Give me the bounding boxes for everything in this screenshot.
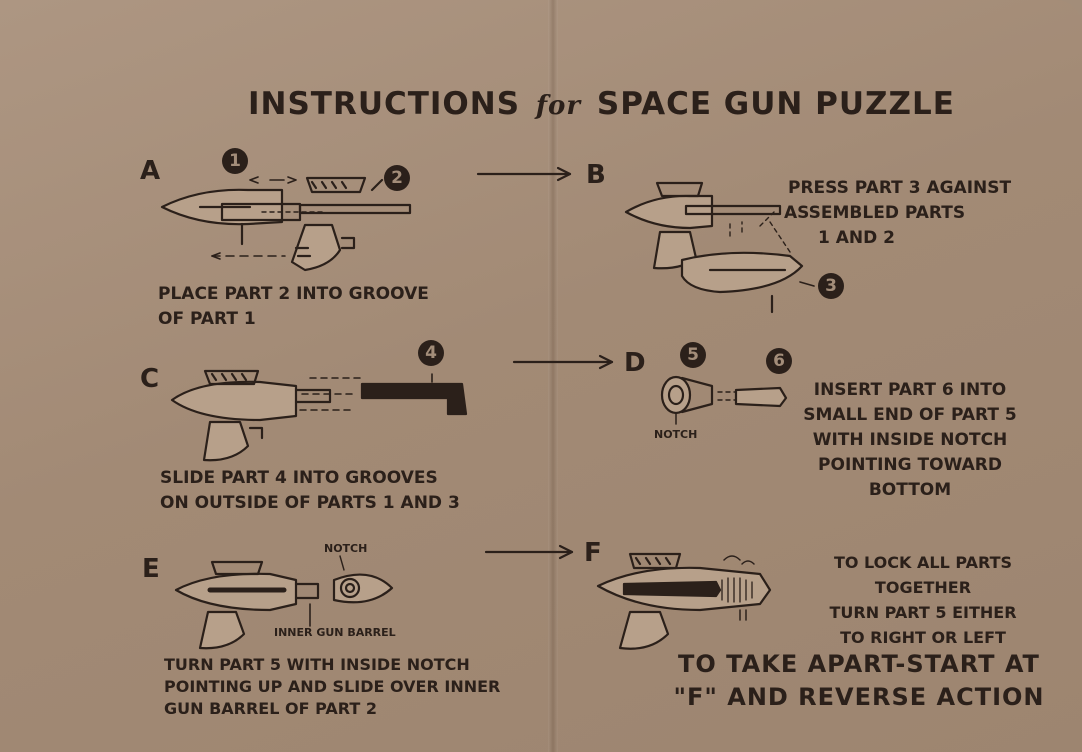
arrow-a-b xyxy=(476,166,572,182)
step-f-line-2: TURN PART 5 EITHER xyxy=(829,603,1017,622)
step-b-line-2: ASSEMBLED PARTS xyxy=(784,203,966,223)
paper-fold xyxy=(548,0,558,752)
step-d-illustration xyxy=(660,375,788,425)
step-d-line-1: INSERT PART 6 INTO xyxy=(813,380,1007,400)
step-f-illustration xyxy=(596,552,772,650)
step-e-notch-label: NOTCH xyxy=(324,542,368,555)
step-b-letter: B xyxy=(586,160,606,190)
step-f-text: TO LOCK ALL PARTS TOGETHER TURN PART 5 E… xyxy=(784,550,1062,650)
part-1-badge: 1 xyxy=(222,148,248,174)
part-6-badge: 6 xyxy=(766,348,792,374)
step-e-text: TURN PART 5 WITH INSIDE NOTCH POINTING U… xyxy=(164,654,500,720)
part-2-badge: 2 xyxy=(384,165,410,191)
part-5-badge: 5 xyxy=(680,342,706,368)
step-c-letter: C xyxy=(140,364,160,394)
arrow-e-f xyxy=(484,544,574,560)
step-f-line-1: TO LOCK ALL PARTS TOGETHER xyxy=(833,553,1013,597)
step-a-text: PLACE PART 2 INTO GROOVE OF PART 1 xyxy=(158,282,429,332)
step-b-line-3: 1 AND 2 xyxy=(818,228,895,248)
disassembly-note: TO TAKE APART-START AT "F" AND REVERSE A… xyxy=(672,648,1046,714)
step-b-line-1: PRESS PART 3 AGAINST xyxy=(788,178,1012,198)
arrow-c-d xyxy=(512,354,614,370)
title-before: INSTRUCTIONS xyxy=(248,86,521,122)
step-c-illustration xyxy=(170,369,468,462)
step-a-line-2: OF PART 1 xyxy=(158,309,256,329)
step-e-line-2: POINTING UP AND SLIDE OVER INNER xyxy=(164,677,501,696)
step-b-text: PRESS PART 3 AGAINST ASSEMBLED PARTS 1 A… xyxy=(784,176,1036,251)
step-e-line-1: TURN PART 5 WITH INSIDE NOTCH xyxy=(164,655,470,674)
step-c-line-1: SLIDE PART 4 INTO GROOVES xyxy=(160,468,438,488)
step-f-line-3: TO RIGHT OR LEFT xyxy=(840,628,1006,647)
step-a-letter: A xyxy=(140,156,161,186)
step-c-line-2: ON OUTSIDE OF PARTS 1 AND 3 xyxy=(160,493,460,513)
disassembly-line-1: TO TAKE APART-START AT xyxy=(678,650,1040,678)
step-e-letter: E xyxy=(142,554,160,584)
step-d-line-4: POINTING TOWARD xyxy=(818,455,1002,475)
title-after: SPACE GUN PUZZLE xyxy=(596,86,955,122)
step-c-text: SLIDE PART 4 INTO GROOVES ON OUTSIDE OF … xyxy=(160,466,460,516)
step-d-text: INSERT PART 6 INTO SMALL END OF PART 5 W… xyxy=(800,378,1020,503)
disassembly-line-2: "F" AND REVERSE ACTION xyxy=(673,683,1045,711)
step-d-line-2: SMALL END OF PART 5 xyxy=(803,405,1017,425)
step-a-illustration xyxy=(160,176,412,272)
step-d-letter: D xyxy=(624,348,646,378)
title-script: for xyxy=(535,91,582,121)
step-e-line-3: GUN BARREL OF PART 2 xyxy=(164,699,377,718)
inner-gun-barrel-label: INNER GUN BARREL xyxy=(274,626,396,639)
step-d-line-5: BOTTOM xyxy=(868,480,952,500)
step-f-letter: F xyxy=(584,538,602,568)
step-d-line-3: WITH INSIDE NOTCH xyxy=(812,430,1008,450)
part-3-badge: 3 xyxy=(818,273,844,299)
step-a-line-1: PLACE PART 2 INTO GROOVE xyxy=(158,284,429,304)
step-d-notch-label: NOTCH xyxy=(654,428,698,441)
step-b-illustration xyxy=(624,181,815,314)
step-e-illustration xyxy=(174,555,394,650)
page-title: INSTRUCTIONS for SPACE GUN PUZZLE xyxy=(248,86,955,122)
part-4-badge: 4 xyxy=(418,340,444,366)
